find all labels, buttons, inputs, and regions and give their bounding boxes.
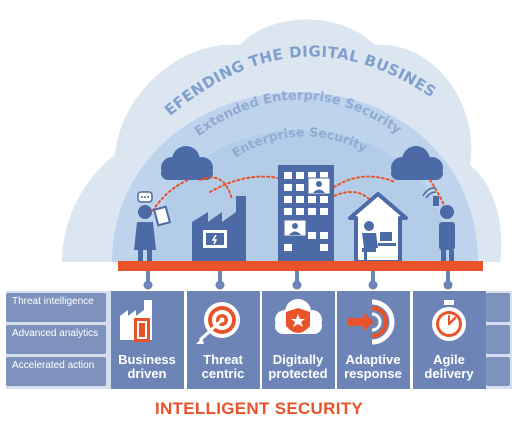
factory-door-icon [120, 300, 152, 342]
stopwatch-icon [432, 300, 466, 341]
platform-bar [118, 261, 483, 271]
capability-advanced-analytics: Advanced analytics [6, 325, 106, 354]
cloud-shield-icon [275, 299, 322, 334]
person-with-tablet-icon [134, 191, 172, 262]
footer-title: INTELLIGENT SECURITY [154, 399, 364, 418]
office-building-icon [278, 165, 334, 262]
arrow-target-icon [348, 299, 395, 345]
target-arrow-icon [196, 302, 240, 344]
pillar-threat-centric [187, 291, 260, 389]
pillar-digitally-protected [262, 291, 335, 389]
cloud-icon [391, 146, 443, 180]
capability-accelerated-action: Accelerated action [6, 357, 106, 386]
person-with-phone-icon [422, 187, 455, 262]
connector-pins [143, 271, 453, 290]
pillar-agile-delivery [413, 291, 486, 389]
home-office-icon [348, 192, 408, 264]
factory-icon [192, 196, 246, 262]
capability-threat-intelligence: Threat intelligence [6, 293, 106, 322]
pillar-adaptive-response [337, 291, 410, 389]
pillar-business-driven [111, 291, 184, 389]
cloud-icon [161, 146, 213, 180]
